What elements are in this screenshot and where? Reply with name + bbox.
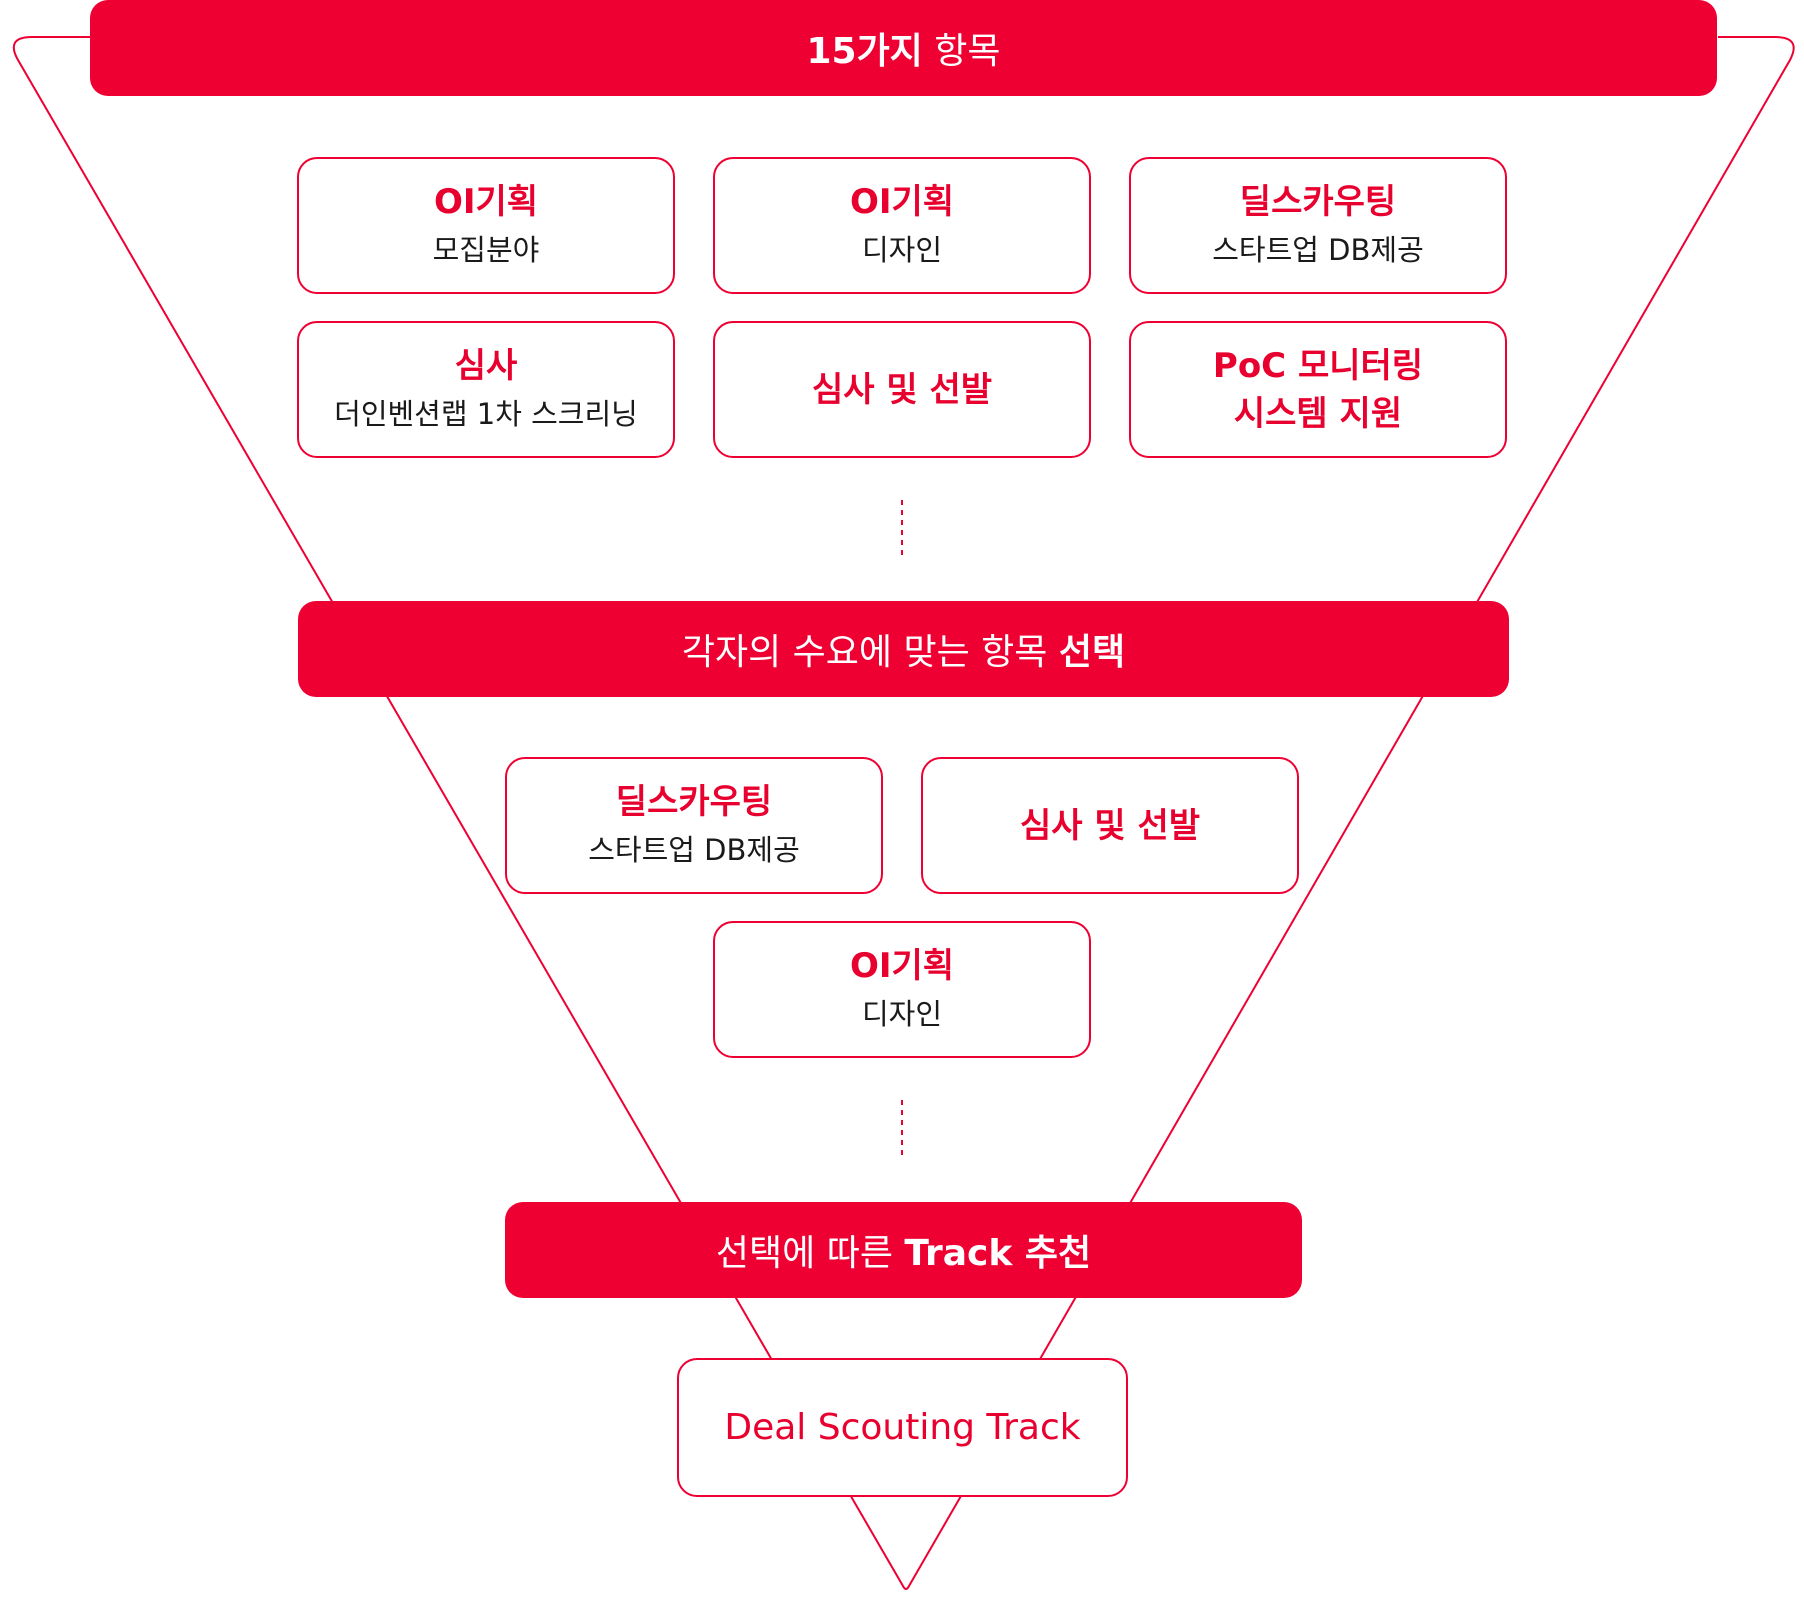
item-subtitle: 스타트업 DB제공 [588, 832, 800, 867]
funnel-outline-path [12, 36, 1795, 1590]
stage2-item-2: 심사 및 선발 [921, 757, 1299, 894]
item-subtitle: 스타트업 DB제공 [1212, 232, 1424, 267]
stage2-item-3: OI기획 디자인 [713, 921, 1091, 1058]
stage3-bar-text: 선택에 따른 [715, 1233, 893, 1274]
item-title: 딜스카우팅 [615, 781, 773, 822]
item-title: 심사 [454, 345, 518, 386]
stage1-bar: 15가지 항목 [90, 0, 1717, 96]
item-title: OI기획 [433, 181, 539, 222]
item-subtitle: 더인벤션랩 1차 스크리닝 [334, 396, 638, 431]
item-subtitle: 디자인 [861, 996, 943, 1031]
stage3-bar: 선택에 따른 Track 추천 [505, 1202, 1302, 1298]
stage3-bar-bold: Track 추천 [904, 1233, 1092, 1274]
stage1-bar-text: 항목 [934, 31, 1001, 72]
item-title: PoC 모니터링 [1212, 345, 1424, 386]
result-track-box: Deal Scouting Track [677, 1358, 1128, 1497]
result-track-title: Deal Scouting Track [724, 1406, 1081, 1448]
stage2-bar-bold: 선택 [1058, 632, 1126, 673]
stage1-item-6: PoC 모니터링 시스템 지원 [1129, 321, 1507, 458]
stage2-bar: 각자의 수요에 맞는 항목 선택 [298, 601, 1509, 697]
stage2-bar-text: 각자의 수요에 맞는 항목 [681, 632, 1048, 673]
stage1-item-2: OI기획 디자인 [713, 157, 1091, 294]
item-title-line2: 시스템 지원 [1233, 393, 1403, 434]
item-title: OI기획 [849, 181, 955, 222]
item-title: OI기획 [849, 945, 955, 986]
item-subtitle: 모집분야 [432, 232, 540, 267]
stage1-item-5: 심사 및 선발 [713, 321, 1091, 458]
stage1-item-4: 심사 더인벤션랩 1차 스크리닝 [297, 321, 675, 458]
stage1-item-1: OI기획 모집분야 [297, 157, 675, 294]
item-title: 심사 및 선발 [1019, 805, 1201, 846]
stage1-item-3: 딜스카우팅 스타트업 DB제공 [1129, 157, 1507, 294]
item-title: 딜스카우팅 [1239, 181, 1397, 222]
stage1-bar-bold: 15가지 [806, 31, 923, 72]
item-subtitle: 디자인 [861, 232, 943, 267]
stage2-item-1: 딜스카우팅 스타트업 DB제공 [505, 757, 883, 894]
item-title: 심사 및 선발 [811, 369, 993, 410]
